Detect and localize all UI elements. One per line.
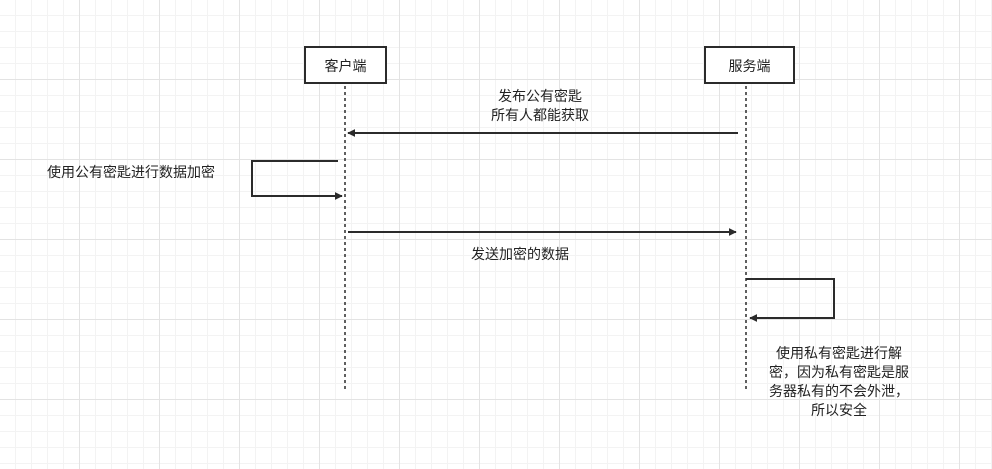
- publish-key-line2: 所有人都能获取: [491, 108, 589, 124]
- encrypt-label: 使用公有密匙进行数据加密: [47, 165, 215, 181]
- client-participant-label: 客户端: [324, 59, 367, 75]
- server-participant-label: 服务端: [728, 59, 771, 75]
- encrypt-self-arrow: [251, 160, 343, 200]
- server-participant[interactable]: 服务端: [704, 46, 795, 84]
- decrypt-line2: 密，因为私有密匙是服: [769, 365, 909, 381]
- decrypt-self-arrow: [746, 278, 835, 322]
- decrypt-line3: 务器私有的不会外泄，: [769, 384, 909, 400]
- decrypt-line4: 所以安全: [811, 403, 867, 419]
- client-participant[interactable]: 客户端: [304, 46, 387, 84]
- decrypt-line1: 使用私有密匙进行解: [776, 346, 902, 362]
- send-data-label: 发送加密的数据: [471, 247, 569, 263]
- decrypt-label: 使用私有密匙进行解 密，因为私有密匙是服 务器私有的不会外泄， 所以安全: [749, 345, 929, 421]
- publish-key-line1: 发布公有密匙: [498, 89, 582, 105]
- publish-key-label: 发布公有密匙 所有人都能获取: [440, 88, 640, 126]
